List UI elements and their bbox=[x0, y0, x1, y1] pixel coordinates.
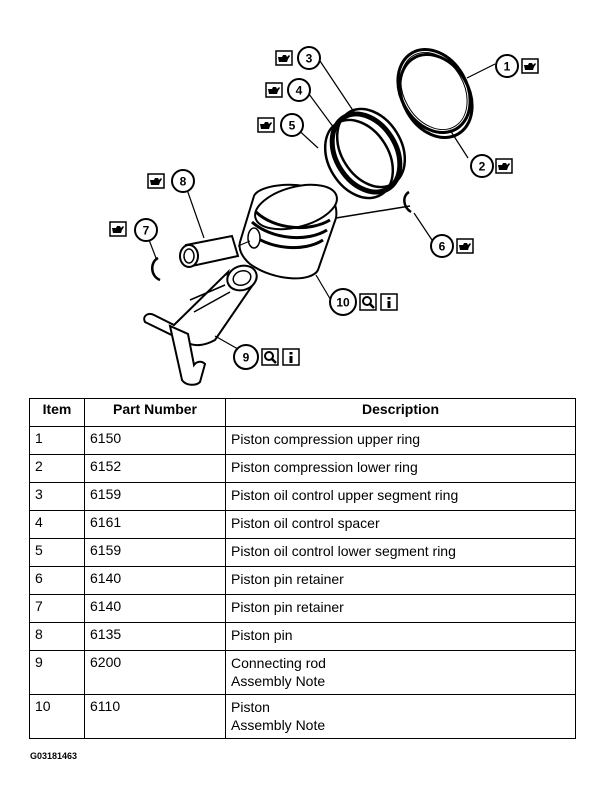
cell-part-number: 6152 bbox=[84, 454, 226, 483]
cell-description: Piston pin bbox=[225, 622, 576, 651]
cell-part-number: 6200 bbox=[84, 650, 226, 695]
cell-part-number: 6150 bbox=[84, 426, 226, 455]
header-description: Description bbox=[225, 398, 576, 427]
cell-part-number: 6159 bbox=[84, 482, 226, 511]
description-line: Piston oil control spacer bbox=[231, 515, 380, 531]
description-line: Assembly Note bbox=[231, 673, 326, 689]
cell-description: Piston pin retainer bbox=[225, 594, 576, 623]
callout-6-label: 6 bbox=[439, 240, 446, 254]
description-line: Piston bbox=[231, 699, 270, 715]
cell-part-number: 6161 bbox=[84, 510, 226, 539]
callout-10: 10 bbox=[329, 288, 398, 316]
cell-item: 6 bbox=[29, 566, 85, 595]
compression-rings bbox=[396, 47, 474, 140]
description-line: Connecting rod bbox=[231, 655, 326, 671]
oil-can-icon bbox=[257, 117, 275, 133]
cell-item: 2 bbox=[29, 454, 85, 483]
oil-can-icon bbox=[275, 50, 293, 66]
description-line: Piston pin retainer bbox=[231, 571, 344, 587]
cell-description: Piston oil control upper segment ring bbox=[225, 482, 576, 511]
cell-item: 4 bbox=[29, 510, 85, 539]
oil-can-icon bbox=[456, 238, 474, 254]
description-line: Assembly Note bbox=[231, 717, 326, 733]
description-line: Piston pin bbox=[231, 627, 293, 643]
cell-description: Piston oil control lower segment ring bbox=[225, 538, 576, 567]
callout-9-label: 9 bbox=[243, 351, 250, 365]
callout-1: 1 bbox=[495, 54, 539, 78]
callout-3-label: 3 bbox=[306, 52, 313, 66]
callout-6: 6 bbox=[430, 234, 474, 258]
cell-part-number: 6110 bbox=[84, 694, 226, 739]
cell-description: Piston compression lower ring bbox=[225, 454, 576, 483]
info-icon bbox=[282, 348, 300, 366]
exploded-piston-diagram: 1 2 3 4 5 6 7 8 9 bbox=[109, 46, 539, 386]
cell-item: 8 bbox=[29, 622, 85, 651]
description-line: Piston compression lower ring bbox=[231, 459, 418, 475]
callout-8-label: 8 bbox=[180, 175, 187, 189]
callout-7: 7 bbox=[109, 218, 158, 242]
cell-part-number: 6140 bbox=[84, 594, 226, 623]
cell-part-number: 6159 bbox=[84, 538, 226, 567]
magnifier-icon bbox=[260, 347, 280, 367]
piston-pin bbox=[179, 234, 251, 268]
magnifier-icon bbox=[358, 292, 378, 312]
table-header-row: Item Part Number Description bbox=[29, 398, 576, 427]
callout-1-label: 1 bbox=[504, 60, 511, 74]
callout-10-label: 10 bbox=[336, 296, 350, 310]
oil-control-rings bbox=[323, 107, 407, 200]
info-icon bbox=[380, 293, 398, 311]
callout-4-label: 4 bbox=[296, 84, 303, 98]
cell-description: Piston compression upper ring bbox=[225, 426, 576, 455]
callout-8: 8 bbox=[147, 169, 195, 193]
pin-retainer-left bbox=[151, 256, 161, 282]
pin-retainer-right bbox=[403, 190, 412, 214]
cell-item: 3 bbox=[29, 482, 85, 511]
connecting-rod bbox=[143, 264, 258, 386]
cell-item: 10 bbox=[29, 694, 85, 739]
callout-5-label: 5 bbox=[289, 119, 296, 133]
cell-description: Piston pin retainer bbox=[225, 566, 576, 595]
callout-2: 2 bbox=[470, 154, 513, 178]
callout-9: 9 bbox=[233, 344, 300, 370]
oil-can-icon bbox=[147, 173, 165, 189]
oil-can-icon bbox=[521, 58, 539, 74]
description-line: Piston oil control upper segment ring bbox=[231, 487, 459, 503]
callout-7-label: 7 bbox=[143, 224, 150, 238]
cell-description: Piston oil control spacer bbox=[225, 510, 576, 539]
callout-3: 3 bbox=[275, 46, 321, 70]
piston bbox=[238, 183, 411, 280]
cell-item: 7 bbox=[29, 594, 85, 623]
oil-can-icon bbox=[495, 158, 513, 174]
callout-5: 5 bbox=[257, 113, 304, 137]
cell-part-number: 6140 bbox=[84, 566, 226, 595]
cell-item: 5 bbox=[29, 538, 85, 567]
callout-4: 4 bbox=[265, 78, 311, 102]
oil-can-icon bbox=[109, 221, 127, 237]
description-line: Piston pin retainer bbox=[231, 599, 344, 615]
header-item: Item bbox=[29, 398, 85, 427]
description-line: Piston oil control lower segment ring bbox=[231, 543, 456, 559]
description-line: Piston compression upper ring bbox=[231, 431, 421, 447]
figure-id: G03181463 bbox=[30, 751, 78, 761]
cell-part-number: 6135 bbox=[84, 622, 226, 651]
cell-item: 1 bbox=[29, 426, 85, 455]
header-part-number: Part Number bbox=[84, 398, 226, 427]
oil-can-icon bbox=[265, 82, 283, 98]
callout-2-label: 2 bbox=[479, 160, 486, 174]
cell-item: 9 bbox=[29, 650, 85, 695]
